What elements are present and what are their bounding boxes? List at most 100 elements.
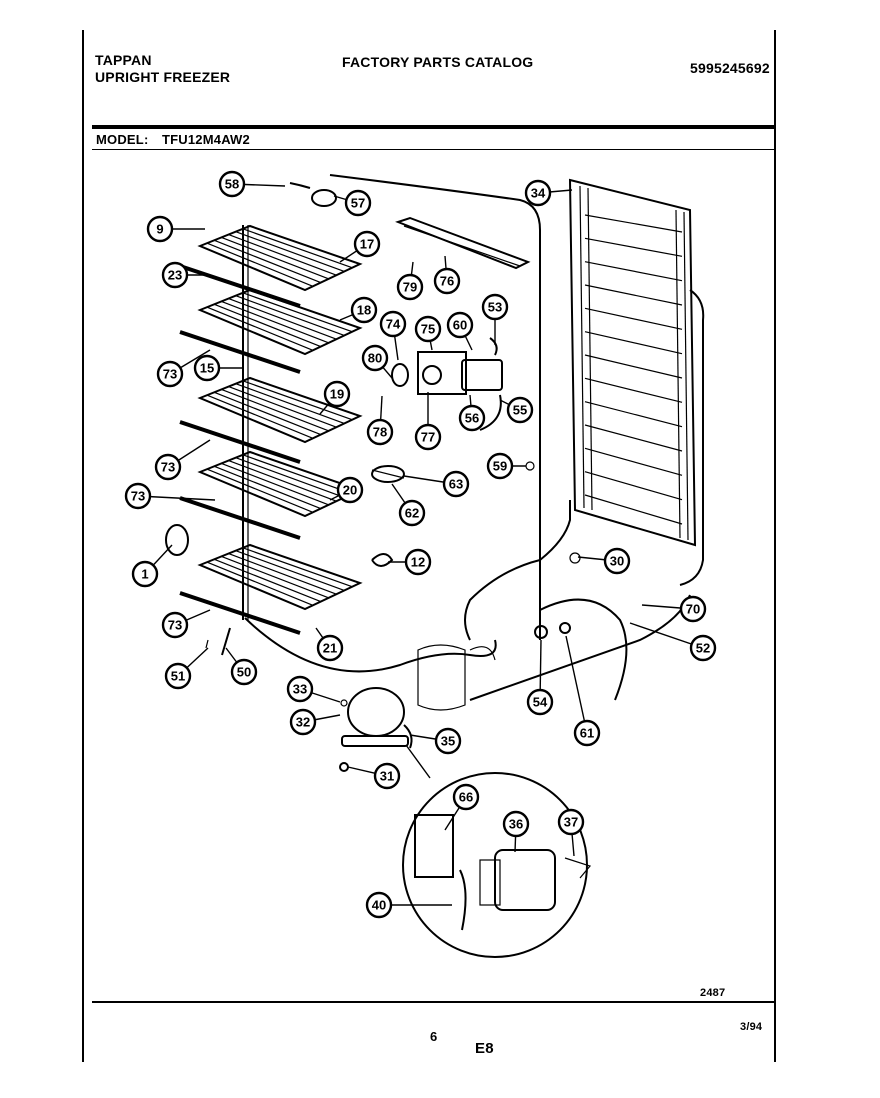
evaporator-fin [584, 494, 683, 525]
callout-number: 34 [531, 186, 546, 201]
part-callout-17: 17 [353, 230, 381, 258]
callout-number: 53 [488, 300, 502, 315]
callout-number: 51 [171, 669, 185, 684]
part-callout-75: 75 [414, 315, 442, 343]
evaporator-fin [584, 471, 683, 501]
page-frame [82, 30, 776, 1062]
callout-number: 75 [421, 322, 435, 337]
page-number: 6 [430, 1029, 438, 1044]
callout-number: 17 [360, 237, 374, 252]
part-callout-34: 34 [524, 179, 552, 207]
callout-number: 20 [343, 483, 357, 498]
callout-number: 60 [453, 318, 467, 333]
part-callout-37: 37 [557, 808, 585, 836]
callout-number: 73 [163, 367, 177, 382]
callout-number: 80 [368, 351, 382, 366]
callout-number: 79 [403, 280, 417, 295]
callout-number: 73 [161, 460, 175, 475]
callout-number: 32 [296, 715, 310, 730]
evaporator-fin [584, 284, 683, 306]
part-callout-50: 50 [230, 658, 258, 686]
part-callout-52: 52 [689, 634, 717, 662]
part-callout-57: 57 [344, 189, 372, 217]
evaporator-fin [584, 401, 683, 428]
part-callout-56: 56 [458, 404, 486, 432]
catalog-number: 5995245692 [690, 60, 770, 76]
evaporator-fin [584, 447, 683, 476]
callout-number: 31 [380, 769, 394, 784]
part-callout-58: 58 [218, 170, 246, 198]
part-callout-9: 9 [146, 215, 174, 243]
evaporator-coil [568, 178, 705, 586]
callout-number: 62 [405, 506, 419, 521]
thermostat-assembly [391, 337, 503, 431]
callout-number: 59 [493, 459, 507, 474]
part-callout-33: 33 [286, 675, 314, 703]
relay-detail-inset [402, 744, 592, 958]
drier [371, 465, 405, 483]
drain-pan [417, 644, 496, 711]
evaporator-fin [584, 261, 683, 282]
part-callout-20: 20 [336, 476, 364, 504]
revision-date: 3/94 [740, 1021, 763, 1033]
callout-number: 73 [168, 618, 182, 633]
part-callout-61: 61 [573, 719, 601, 747]
model-number: TFU12M4AW2 [162, 132, 250, 147]
part-callout-80: 80 [361, 344, 389, 372]
catalog-title: FACTORY PARTS CATALOG [342, 54, 534, 70]
callout-number: 55 [513, 403, 527, 418]
callout-number: 9 [156, 222, 163, 237]
wire-shelf [179, 376, 363, 464]
part-callout-55: 55 [506, 396, 534, 424]
wire-shelf [179, 224, 363, 308]
part-callout-60: 60 [446, 311, 474, 339]
callout-number: 1 [141, 567, 148, 582]
part-callout-32: 32 [289, 708, 317, 736]
small-parts [165, 182, 581, 772]
diagram-number: 2487 [700, 987, 726, 999]
part-callout-23: 23 [161, 261, 189, 289]
callout-number: 54 [533, 695, 548, 710]
part-callout-74: 74 [379, 310, 407, 338]
part-callout-73: 73 [161, 611, 189, 639]
part-callout-73: 73 [154, 453, 182, 481]
evaporator-fin [584, 424, 683, 452]
callout-number: 30 [610, 554, 624, 569]
evaporator-fin [584, 214, 683, 233]
part-callout-73: 73 [124, 482, 152, 510]
callout-number: 40 [372, 898, 386, 913]
callout-number: 78 [373, 425, 387, 440]
part-callout-21: 21 [316, 634, 344, 662]
brand-name: TAPPAN [95, 52, 152, 68]
part-callout-70: 70 [679, 595, 707, 623]
part-callout-76: 76 [433, 267, 461, 295]
section-code: E8 [475, 1040, 494, 1057]
shelf-group [179, 224, 363, 635]
callout-number: 35 [441, 734, 455, 749]
part-callout-36: 36 [502, 810, 530, 838]
part-callout-40: 40 [365, 891, 393, 919]
part-callout-31: 31 [373, 762, 401, 790]
part-callout-35: 35 [434, 727, 462, 755]
callout-number: 37 [564, 815, 578, 830]
light-channel [395, 216, 531, 270]
callout-number: 15 [200, 361, 214, 376]
evaporator-fin [584, 237, 683, 257]
model-label: MODEL: [96, 132, 149, 147]
callout-number: 74 [386, 317, 401, 332]
callout-number: 18 [357, 303, 371, 318]
part-callout-59: 59 [486, 452, 514, 480]
part-callout-62: 62 [398, 499, 426, 527]
evaporator-fin [584, 307, 683, 330]
callout-number: 57 [351, 196, 365, 211]
callout-number: 76 [440, 274, 454, 289]
wire-shelf [179, 543, 363, 635]
evaporator-fin [584, 354, 683, 379]
callout-number: 23 [168, 268, 182, 283]
callout-number: 63 [449, 477, 463, 492]
part-callout-51: 51 [164, 662, 192, 690]
part-callout-78: 78 [366, 418, 394, 446]
callout-number: 36 [509, 817, 523, 832]
part-callout-77: 77 [414, 423, 442, 451]
